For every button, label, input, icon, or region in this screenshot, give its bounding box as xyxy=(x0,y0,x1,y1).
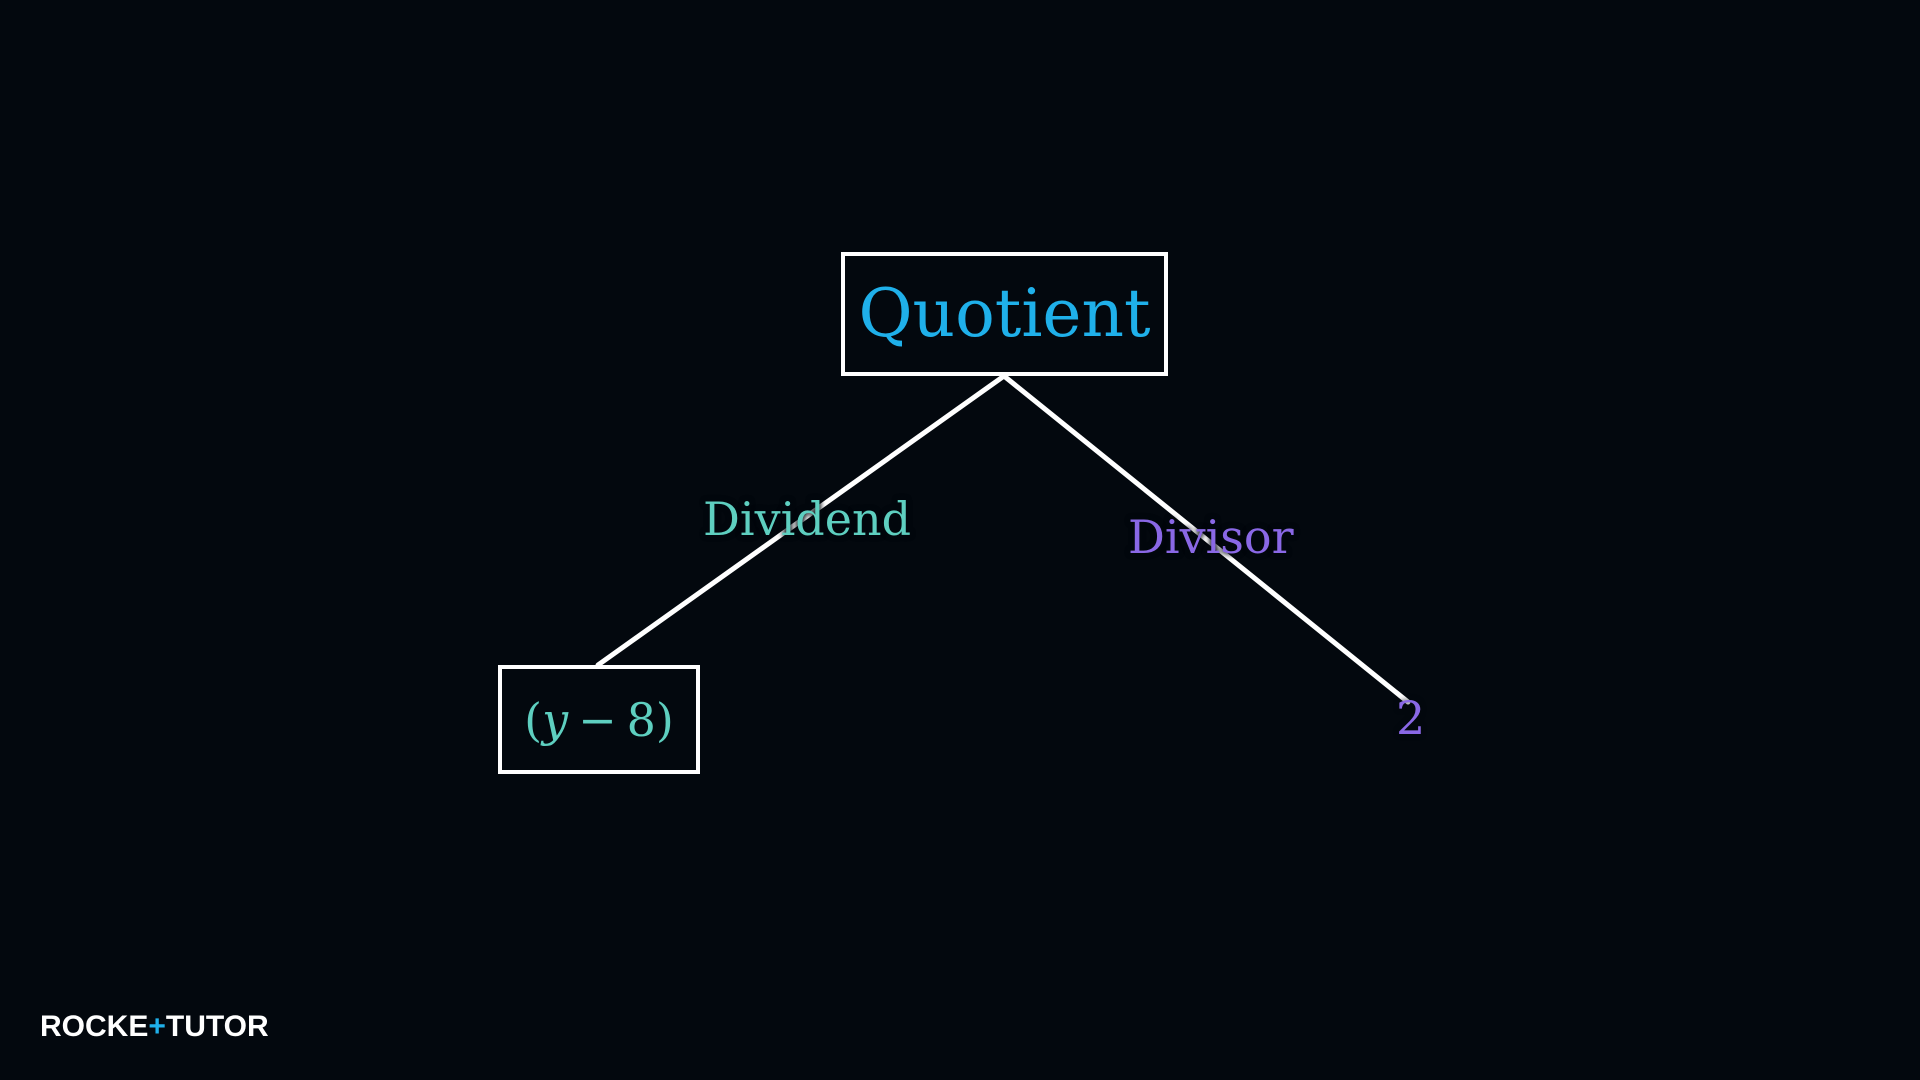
edge-to-divisor xyxy=(1001,373,1411,705)
leaf-node-dividend: (y−8) xyxy=(498,665,700,774)
edge-label-divisor: Divisor xyxy=(1128,510,1294,564)
variable-y: y xyxy=(542,692,569,747)
logo-text-2: TUTOR xyxy=(165,1010,269,1043)
dividend-expression: (y−8) xyxy=(524,697,674,743)
logo-text-1: ROCKE xyxy=(40,1010,149,1043)
minus-operator: − xyxy=(578,692,617,747)
edge-label-dividend: Dividend xyxy=(703,492,912,546)
logo-plus-icon: + xyxy=(148,1010,166,1043)
rocket-tutor-logo: ROCKE+TUTOR xyxy=(40,1012,269,1042)
root-node-quotient: Quotient xyxy=(841,252,1168,376)
leaf-node-divisor: 2 xyxy=(1396,691,1426,745)
number-8: 8 xyxy=(626,692,656,747)
root-label: Quotient xyxy=(858,275,1151,352)
edge-to-dividend xyxy=(595,373,1007,668)
close-paren: ) xyxy=(655,692,674,747)
open-paren: ( xyxy=(524,692,543,747)
